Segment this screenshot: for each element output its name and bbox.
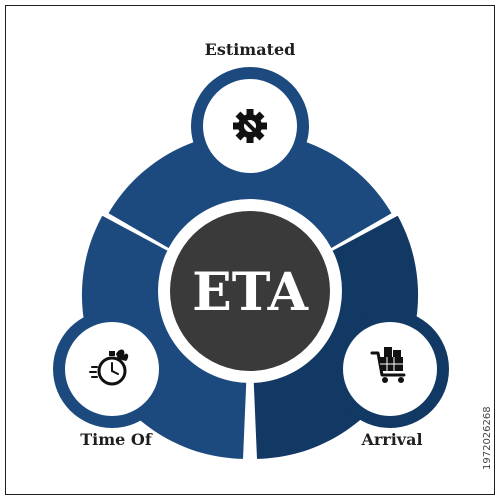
- stock-id-watermark: 1972026268: [482, 406, 493, 470]
- label-time-of: Time Of: [80, 430, 152, 449]
- stopwatch-icon: [89, 349, 129, 386]
- label-estimated: Estimated: [204, 40, 296, 59]
- gear-wrench-icon: [233, 109, 267, 143]
- image-frame: [5, 5, 495, 495]
- label-arrival: Arrival: [361, 430, 423, 449]
- center-hub: [170, 211, 330, 371]
- center-title: ETA: [192, 262, 308, 323]
- shopping-cart-icon: [370, 347, 406, 383]
